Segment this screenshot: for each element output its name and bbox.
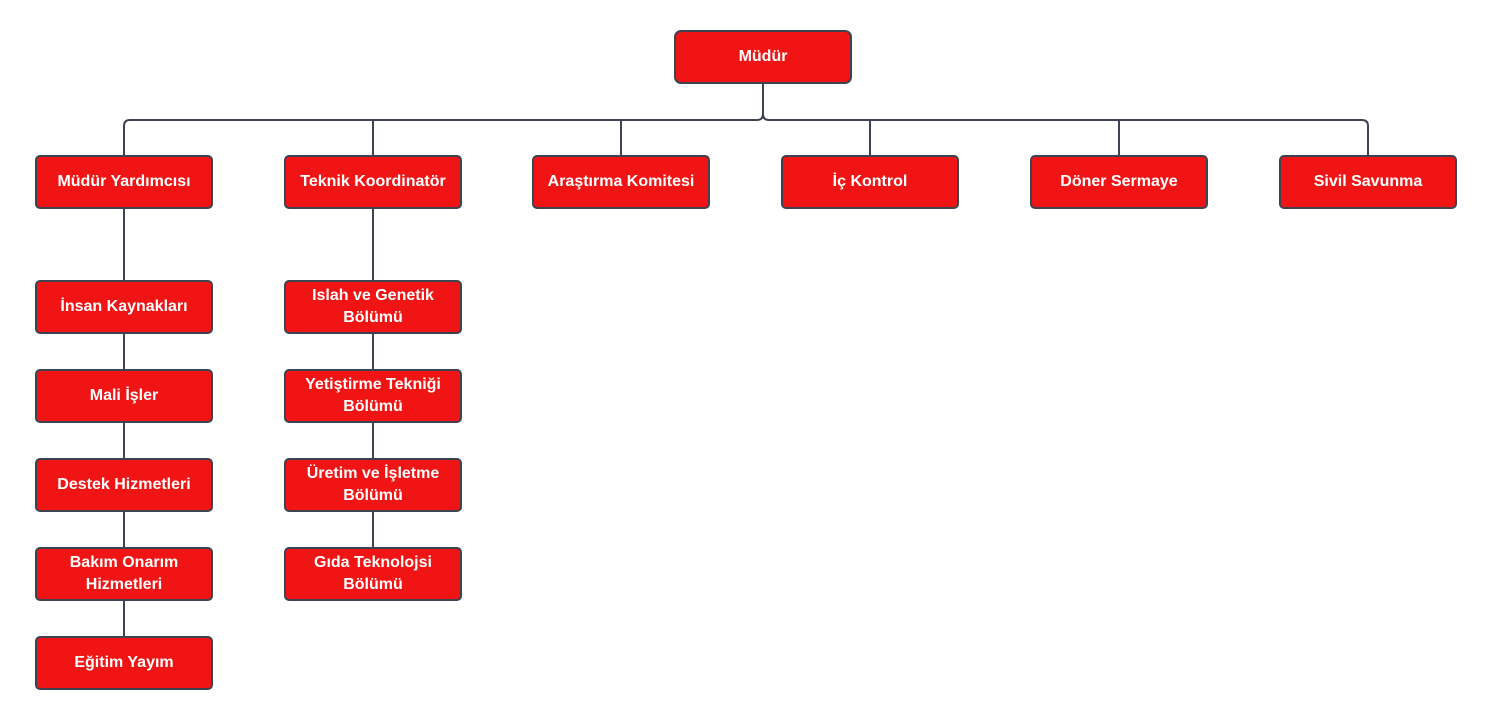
node-yetistirme-teknigi[interactable]: Yetiştirme Tekniği Bölümü bbox=[284, 369, 462, 423]
node-sivil-savunma[interactable]: Sivil Savunma bbox=[1279, 155, 1457, 209]
node-label: Üretim ve İşletme Bölümü bbox=[306, 465, 440, 504]
node-insan-kaynaklari[interactable]: İnsan Kaynakları bbox=[35, 280, 213, 334]
node-bakim-onarim[interactable]: Bakım Onarım Hizmetleri bbox=[35, 547, 213, 601]
node-ic-kontrol[interactable]: İç Kontrol bbox=[781, 155, 959, 209]
node-destek-hizmetleri[interactable]: Destek Hizmetleri bbox=[35, 458, 213, 512]
node-egitim-yayim[interactable]: Eğitim Yayım bbox=[35, 636, 213, 690]
node-label: Döner Sermaye bbox=[1060, 173, 1178, 190]
node-label: İç Kontrol bbox=[832, 173, 908, 190]
node-label: Destek Hizmetleri bbox=[57, 476, 191, 493]
node-label: Sivil Savunma bbox=[1313, 173, 1423, 190]
node-arastirma-komitesi[interactable]: Araştırma Komitesi bbox=[532, 155, 710, 209]
node-label: Bakım Onarım Hizmetleri bbox=[69, 554, 179, 593]
node-gida-teknolojisi[interactable]: Gıda Teknolojsi Bölümü bbox=[284, 547, 462, 601]
node-mudur-yardimcisi[interactable]: Müdür Yardımcısı bbox=[35, 155, 213, 209]
node-label: Eğitim Yayım bbox=[74, 654, 174, 671]
node-label: Mali İşler bbox=[89, 387, 159, 404]
node-teknik-koordinator[interactable]: Teknik Koordinatör bbox=[284, 155, 462, 209]
connector-root bbox=[123, 84, 764, 155]
node-label: Islah ve Genetik Bölümü bbox=[312, 287, 434, 326]
node-doner-sermaye[interactable]: Döner Sermaye bbox=[1030, 155, 1208, 209]
node-mali-isler[interactable]: Mali İşler bbox=[35, 369, 213, 423]
node-label: Araştırma Komitesi bbox=[547, 173, 695, 190]
node-label: Müdür bbox=[738, 48, 788, 65]
node-label: Gıda Teknolojsi Bölümü bbox=[314, 554, 432, 593]
connector-bus bbox=[762, 113, 1369, 155]
node-label: İnsan Kaynakları bbox=[60, 298, 188, 315]
node-label: Müdür Yardımcısı bbox=[57, 173, 191, 190]
node-label: Yetiştirme Tekniği Bölümü bbox=[305, 376, 441, 415]
node-islah-genetik[interactable]: Islah ve Genetik Bölümü bbox=[284, 280, 462, 334]
node-uretim-isletme[interactable]: Üretim ve İşletme Bölümü bbox=[284, 458, 462, 512]
node-label: Teknik Koordinatör bbox=[300, 173, 446, 190]
node-mudur[interactable]: Müdür bbox=[674, 30, 852, 84]
